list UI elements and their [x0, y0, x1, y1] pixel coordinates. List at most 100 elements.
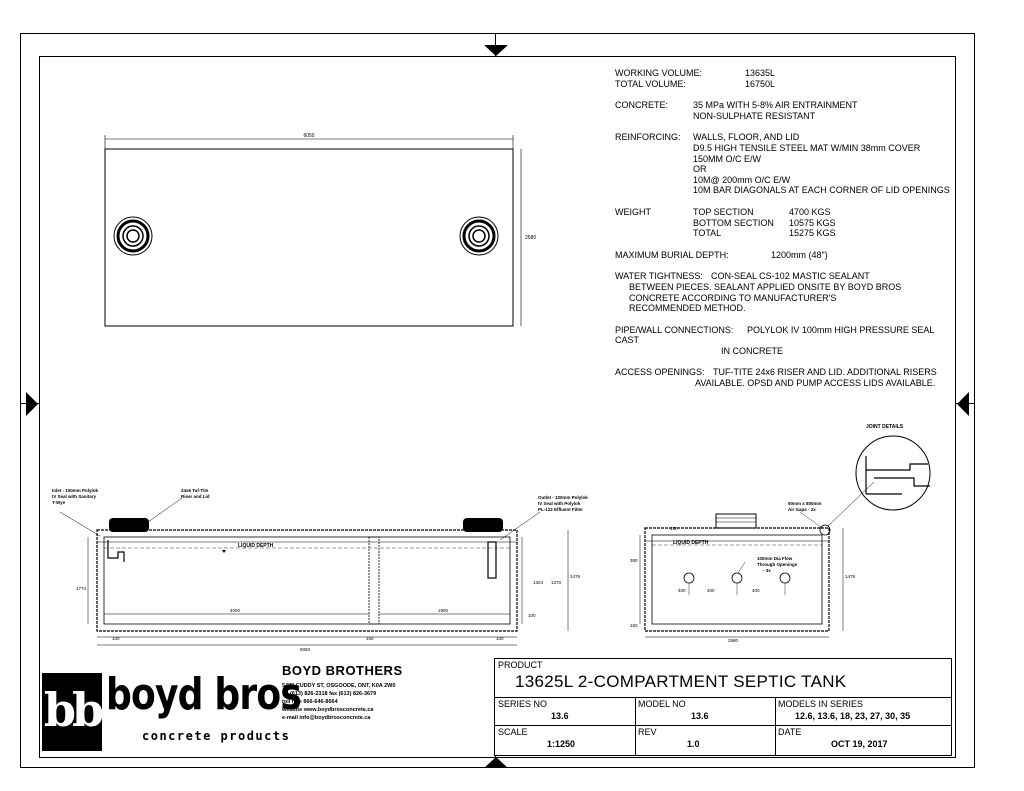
- bottom-section-value: 10575 KGS: [789, 217, 836, 228]
- scale-value: 1:1250: [547, 739, 576, 749]
- company-tollfree: toll free 866-646-8664: [282, 699, 338, 705]
- flow-note-1: 100mm Dia Flow: [757, 556, 793, 561]
- access-openings-label: ACCESS OPENINGS:: [615, 367, 705, 378]
- section-total-dim: 6050: [300, 647, 311, 652]
- spec-burial-depth: MAXIMUM BURIAL DEPTH: 1200mm (48"): [615, 250, 955, 261]
- left-center-mark-icon: [26, 392, 38, 416]
- concrete-line-2: NON-SULPHATE RESISTANT: [693, 110, 816, 121]
- water-line-1: CON-SEAL CS-102 MASTIC SEALANT: [711, 271, 870, 282]
- end-view: LIQUID DEPTH 400 400 400 100mm Dia Flow …: [630, 424, 931, 643]
- title-block-col-2: [775, 697, 776, 755]
- comp2-dim: 1900: [438, 608, 449, 613]
- specifications-block: WORKING VOLUME: 13635L TOTAL VOLUME: 167…: [615, 68, 955, 400]
- top-section-label: TOP SECTION: [693, 206, 754, 217]
- concrete-line-1: 35 MPa WITH 5-8% AIR ENTRAINMENT: [693, 100, 858, 111]
- joint-profile-icon: [865, 456, 930, 495]
- series-value: 13.6: [551, 711, 569, 721]
- model-value: 13.6: [691, 711, 709, 721]
- burial-depth-value: 1200mm (48"): [771, 249, 828, 260]
- section-height-dim: 1774: [76, 586, 87, 591]
- flow-note-2: Through Openings: [757, 562, 798, 567]
- inlet-note-3: T-Wye: [52, 500, 66, 505]
- opening-dim-1: 400: [678, 588, 686, 593]
- plan-length-dim: 6050: [303, 133, 314, 139]
- model-label: MODEL NO: [638, 699, 686, 709]
- right-center-mark-icon: [957, 392, 969, 416]
- weight-total-value: 15275 KGS: [789, 228, 836, 239]
- opening-dim-2: 400: [707, 588, 715, 593]
- bottom-center-mark-icon: [484, 757, 508, 768]
- models-in-series-label: MODELS IN SERIES: [778, 699, 864, 709]
- boyd-bros-logo: bb boyd bros concrete products: [42, 669, 302, 751]
- flow-opening-1-icon: [683, 572, 695, 584]
- spec-total-volume: TOTAL VOLUME: 16750L: [615, 79, 955, 90]
- outlet-note-3: PL-122 Effluent Filter: [538, 507, 583, 512]
- product-label: PRODUCT: [498, 660, 543, 670]
- company-address: 5480 CUDDY ST, OSGOODE, ONT, K0A 2W0: [282, 683, 396, 689]
- rev-value: 1.0: [687, 739, 700, 749]
- inlet-note-1: Inlet - 100mm Polylok: [52, 488, 99, 493]
- right-center-tick: [956, 403, 975, 404]
- burial-depth-label: MAXIMUM BURIAL DEPTH:: [615, 249, 729, 260]
- spec-pipe-wall: PIPE/WALL CONNECTIONS:POLYLOK IV 100mm H…: [615, 325, 955, 357]
- models-in-series-value: 12.6, 13.6, 18, 23, 27, 30, 35: [795, 711, 911, 721]
- end-top-dim: 150: [670, 526, 678, 531]
- spec-working-volume: WORKING VOLUME: 13635L: [615, 68, 955, 79]
- end-inner-wall: [651, 534, 823, 625]
- access-line-1: TUF-TITE 24x6 RISER AND LID. ADDITIONAL …: [713, 367, 937, 378]
- company-name: BOYD BROTHERS: [282, 663, 403, 678]
- joint-detail-callout-icon: [819, 524, 831, 536]
- opening-dim-3: 400: [752, 588, 760, 593]
- pipe-line-1: POLYLOK IV 100mm HIGH PRESSURE SEAL CAST: [615, 324, 935, 346]
- series-label: SERIES NO: [498, 699, 548, 709]
- logo-subtitle: concrete products: [142, 729, 291, 743]
- top-center-mark-icon: [484, 45, 508, 56]
- product-title: 13625L 2-COMPARTMENT SEPTIC TANK: [515, 672, 847, 691]
- right-wall-dim: 100: [496, 636, 504, 641]
- company-website: website www.boydbrosconcrete.ca: [282, 707, 374, 713]
- comp1-dim: 4000: [230, 608, 241, 613]
- logo-mark: bb: [42, 673, 104, 751]
- date-value: OCT 19, 2017: [831, 739, 888, 749]
- joint-detail-leader: [827, 481, 875, 527]
- outlet-dim-1: 1324: [533, 580, 544, 585]
- reinforcing-line-5: 10M@ 200mm O/C E/W: [693, 174, 791, 185]
- air-gaps-note-2: Air Gaps - 2x: [788, 507, 816, 512]
- reinforcing-line-3: 150MM O/C E/W: [693, 153, 762, 164]
- end-width-dim: 2580: [728, 638, 739, 643]
- total-volume-label: TOTAL VOLUME:: [615, 78, 686, 89]
- rev-label: REV: [638, 727, 657, 737]
- riser-note-2: Riser and Lid: [181, 494, 210, 499]
- section-outer-wall: [96, 529, 518, 632]
- plan-riser-left-icon: [113, 216, 153, 256]
- total-volume-value: 16750L: [745, 78, 776, 89]
- section-view: LIQUID DEPTH Inlet - 100mm Polylok IV Se…: [52, 488, 588, 652]
- inlet-note-2: IV Seal with Sanitary: [52, 494, 97, 499]
- outlet-note-1: Outlet - 100mm Polylok: [538, 495, 588, 500]
- company-info: BOYD BROTHERS 5480 CUDDY ST, OSGOODE, ON…: [282, 663, 494, 722]
- section-inner-wall: [103, 536, 511, 625]
- left-center-tick: [20, 403, 39, 404]
- reinforcing-line-6: 10M BAR DIAGONALS AT EACH CORNER OF LID …: [693, 185, 950, 196]
- company-email: e-mail info@boydbrosconcrete.ca: [282, 715, 371, 721]
- plan-outline: [104, 148, 514, 327]
- scale-label: SCALE: [498, 727, 528, 737]
- inlet-tee-icon: [107, 540, 125, 562]
- section-overall-height: 1479: [570, 574, 581, 579]
- air-gaps-note-1: 50mm x 800mm: [788, 501, 822, 506]
- title-block-divider-1: [495, 697, 951, 698]
- pipe-line-2: IN CONCRETE: [721, 345, 784, 356]
- section-base-dim: 100: [528, 613, 536, 618]
- pipe-wall-label: PIPE/WALL CONNECTIONS:: [615, 324, 734, 335]
- flow-note-3: - 3x: [763, 568, 771, 573]
- baffle-dim: 150: [366, 636, 374, 641]
- section-riser-right-icon: [463, 518, 503, 532]
- date-label: DATE: [778, 727, 802, 737]
- section-baffle-wall: [368, 536, 380, 625]
- spec-concrete: CONCRETE: 35 MPa WITH 5-8% AIR ENTRAINME…: [615, 100, 955, 121]
- end-left-dim: 380: [630, 558, 638, 563]
- water-line-4: RECOMMENDED METHOD.: [629, 303, 746, 314]
- flow-opening-3-icon: [779, 572, 791, 584]
- liquid-level-marker-icon: [222, 550, 226, 553]
